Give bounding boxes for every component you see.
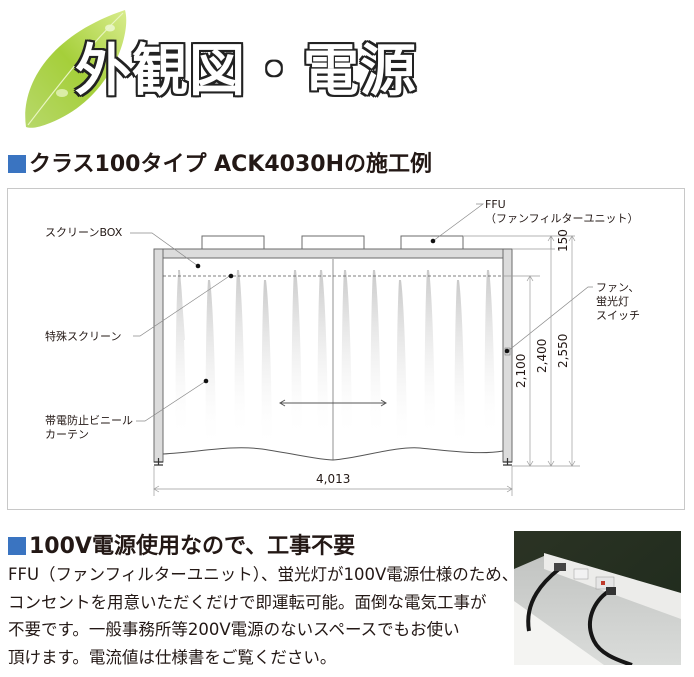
curtain-pleats xyxy=(175,270,495,450)
power-description: FFU（ファンフィルターユニット）、蛍光灯が100V電源仕様のため、 コンセント… xyxy=(8,561,519,671)
dimension-width: 4,013 xyxy=(316,472,351,486)
page-title: 外観図・電源 xyxy=(75,39,417,104)
body-line: コンセントを用意いただくだけで即運転可能。面倒な電気工事が xyxy=(8,592,487,612)
body-line: FFU（ファンフィルターユニット）、蛍光灯が100V電源仕様のため、 xyxy=(8,565,519,584)
dimension-curtain-height: 2,100 xyxy=(514,353,528,388)
page-header: 外観図・電源 xyxy=(0,0,694,140)
label-antistatic-curtain: 帯電防止ビニール カーテン xyxy=(45,414,133,441)
leaf-icon xyxy=(25,10,127,128)
section-heading-power: 100V電源使用なので、工事不要 xyxy=(8,534,355,560)
ffu-units xyxy=(201,235,464,250)
label-special-screen: 特殊スクリーン xyxy=(45,330,122,343)
label-screen-box: スクリーンBOX xyxy=(45,226,123,239)
elevation-diagram xyxy=(7,188,685,510)
dimension-ffu-height: 150 xyxy=(556,229,570,252)
body-line: 頂けます。電流値は仕様書をご覧ください。 xyxy=(8,647,337,667)
dimension-total-height: 2,550 xyxy=(556,333,570,368)
power-outlet-photo xyxy=(514,531,681,665)
body-line: 不要です。一般事務所等200V電源のないスペースでもお使い xyxy=(8,620,460,639)
section-heading-text: 100V電源使用なので、工事不要 xyxy=(29,534,356,559)
section-heading-example: クラス100タイプ ACK4030Hの施工例 xyxy=(8,152,432,178)
blue-square-marker xyxy=(8,155,26,173)
blue-square-marker xyxy=(8,537,26,555)
section-heading-text: クラス100タイプ ACK4030Hの施工例 xyxy=(29,152,433,177)
elevation-drawing xyxy=(130,203,593,496)
label-ffu: FFU （ファンフィルターユニット） xyxy=(485,198,639,225)
dimension-frame-height: 2,400 xyxy=(535,338,549,373)
label-fan-light-switch: ファン、 蛍光灯 スイッチ xyxy=(596,281,640,322)
